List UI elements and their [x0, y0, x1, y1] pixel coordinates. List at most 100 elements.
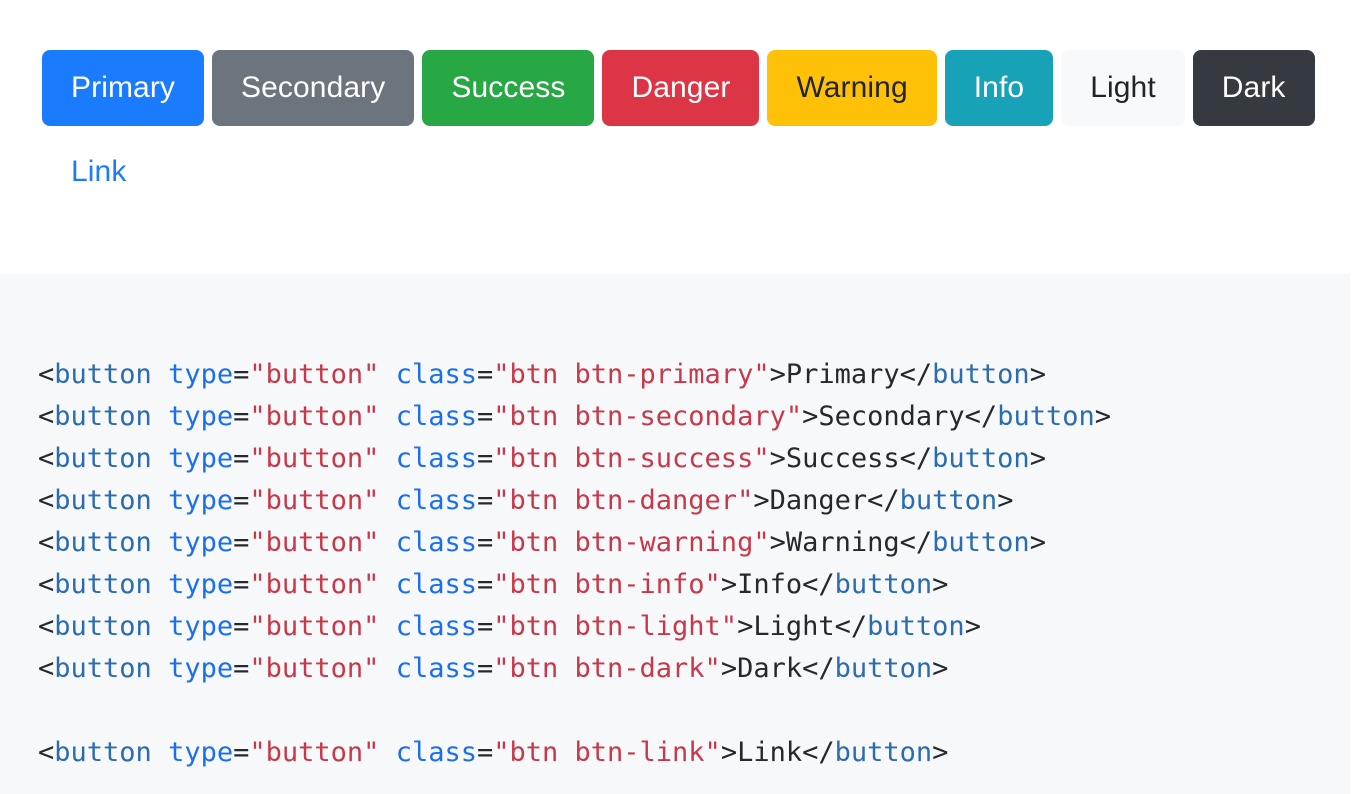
code-token-equals: = — [476, 359, 494, 390]
code-token-space — [379, 485, 395, 516]
primary-button[interactable]: Primary — [42, 50, 205, 126]
code-token-equals: = — [476, 737, 494, 768]
code-token-space — [152, 653, 168, 684]
code-line: <button type="button" class="btn btn-sec… — [38, 396, 1350, 438]
code-token-text: Secondary — [818, 401, 965, 432]
code-token-tag-name: button — [932, 359, 1030, 390]
code-line: <button type="button" class="btn btn-dar… — [38, 648, 1350, 690]
code-sample-block: <button type="button" class="btn btn-pri… — [0, 274, 1350, 794]
code-token-tag-name: button — [54, 527, 152, 558]
code-token-tag-name: button — [867, 611, 965, 642]
code-token-punctuation: < — [38, 653, 55, 684]
code-token-equals: = — [233, 611, 250, 642]
code-token-attribute-name: type — [168, 569, 234, 600]
code-token-attribute-value: "btn btn-secondary" — [493, 401, 803, 432]
code-token-attribute-name: type — [168, 611, 234, 642]
code-token-tag-name: button — [54, 653, 152, 684]
code-line: <button type="button" class="btn btn-inf… — [38, 564, 1350, 606]
secondary-button[interactable]: Secondary — [212, 50, 415, 126]
success-button[interactable]: Success — [422, 50, 595, 126]
code-token-punctuation: </ — [834, 611, 868, 642]
warning-button[interactable]: Warning — [767, 50, 937, 126]
code-token-punctuation: > — [932, 653, 949, 684]
code-token-equals: = — [233, 485, 250, 516]
code-token-attribute-value: "btn btn-dark" — [493, 653, 721, 684]
code-token-attribute-value: "button" — [249, 485, 380, 516]
code-token-space — [152, 611, 168, 642]
code-token-attribute-value: "button" — [249, 443, 380, 474]
code-token-attribute-name: class — [395, 527, 477, 558]
code-token-text: Primary — [785, 359, 900, 390]
code-token-punctuation: < — [38, 401, 55, 432]
code-token-space — [152, 485, 168, 516]
code-token-punctuation: > — [769, 359, 786, 390]
code-token-equals: = — [476, 401, 494, 432]
code-token-attribute-value: "button" — [249, 737, 380, 768]
code-token-punctuation: </ — [802, 569, 835, 600]
code-token-space — [152, 569, 168, 600]
code-token-attribute-name: type — [168, 359, 234, 390]
dark-button[interactable]: Dark — [1192, 50, 1315, 126]
code-token-attribute-name: type — [168, 443, 234, 474]
code-token-punctuation: > — [1029, 443, 1046, 474]
code-token-equals: = — [476, 527, 494, 558]
light-button[interactable]: Light — [1061, 50, 1185, 126]
code-token-tag-name: button — [54, 569, 152, 600]
code-line: <button type="button" class="btn btn-pri… — [38, 354, 1350, 396]
code-token-space — [152, 443, 168, 474]
code-token-attribute-value: "btn btn-info" — [493, 569, 721, 600]
code-token-attribute-value: "btn btn-primary" — [493, 359, 770, 390]
code-token-equals: = — [233, 569, 250, 600]
code-token-equals: = — [233, 401, 250, 432]
code-sample-pre: <button type="button" class="btn btn-pri… — [38, 354, 1350, 774]
code-token-equals: = — [476, 443, 494, 474]
code-token-attribute-name: class — [395, 569, 477, 600]
code-token-punctuation: > — [720, 653, 738, 684]
code-token-attribute-value: "button" — [249, 359, 380, 390]
code-token-attribute-name: type — [168, 527, 234, 558]
code-line-blank — [38, 690, 1350, 732]
code-token-tag-name: button — [54, 737, 152, 768]
code-token-equals: = — [233, 737, 250, 768]
code-token-attribute-value: "button" — [249, 569, 380, 600]
code-token-punctuation: > — [769, 527, 786, 558]
code-token-punctuation: > — [997, 485, 1014, 516]
code-token-punctuation: > — [753, 485, 770, 516]
code-token-text: Dark — [737, 653, 803, 684]
danger-button[interactable]: Danger — [602, 50, 760, 126]
code-token-text: Danger — [769, 485, 868, 516]
code-token-punctuation: > — [932, 737, 949, 768]
code-token-tag-name: button — [932, 527, 1030, 558]
code-token-tag-name: button — [54, 359, 152, 390]
info-button[interactable]: Info — [944, 50, 1054, 126]
code-token-attribute-name: class — [395, 359, 477, 390]
code-token-text: Light — [753, 611, 835, 642]
code-token-space — [152, 737, 168, 768]
code-token-attribute-value: "button" — [249, 653, 380, 684]
code-line: <button type="button" class="btn btn-dan… — [38, 480, 1350, 522]
code-token-space — [379, 527, 395, 558]
code-token-punctuation: < — [38, 611, 55, 642]
code-token-space — [379, 737, 395, 768]
code-token-attribute-name: class — [395, 653, 477, 684]
code-token-attribute-value: "btn btn-success" — [493, 443, 770, 474]
code-token-attribute-name: class — [395, 443, 477, 474]
code-token-tag-name: button — [834, 569, 933, 600]
code-token-attribute-value: "btn btn-light" — [493, 611, 738, 642]
link-button[interactable]: Link — [42, 142, 155, 202]
code-token-punctuation: > — [802, 401, 819, 432]
code-token-attribute-name: class — [395, 401, 477, 432]
code-token-tag-name: button — [54, 443, 152, 474]
code-token-attribute-name: type — [168, 485, 234, 516]
code-token-punctuation: > — [1029, 359, 1046, 390]
code-token-punctuation: > — [932, 569, 949, 600]
code-token-punctuation: </ — [964, 401, 998, 432]
code-token-attribute-value: "button" — [249, 611, 380, 642]
code-token-attribute-name: type — [168, 653, 234, 684]
code-token-punctuation: > — [1029, 527, 1046, 558]
code-token-equals: = — [476, 569, 494, 600]
code-token-punctuation: </ — [899, 443, 933, 474]
code-token-attribute-value: "btn btn-warning" — [493, 527, 770, 558]
